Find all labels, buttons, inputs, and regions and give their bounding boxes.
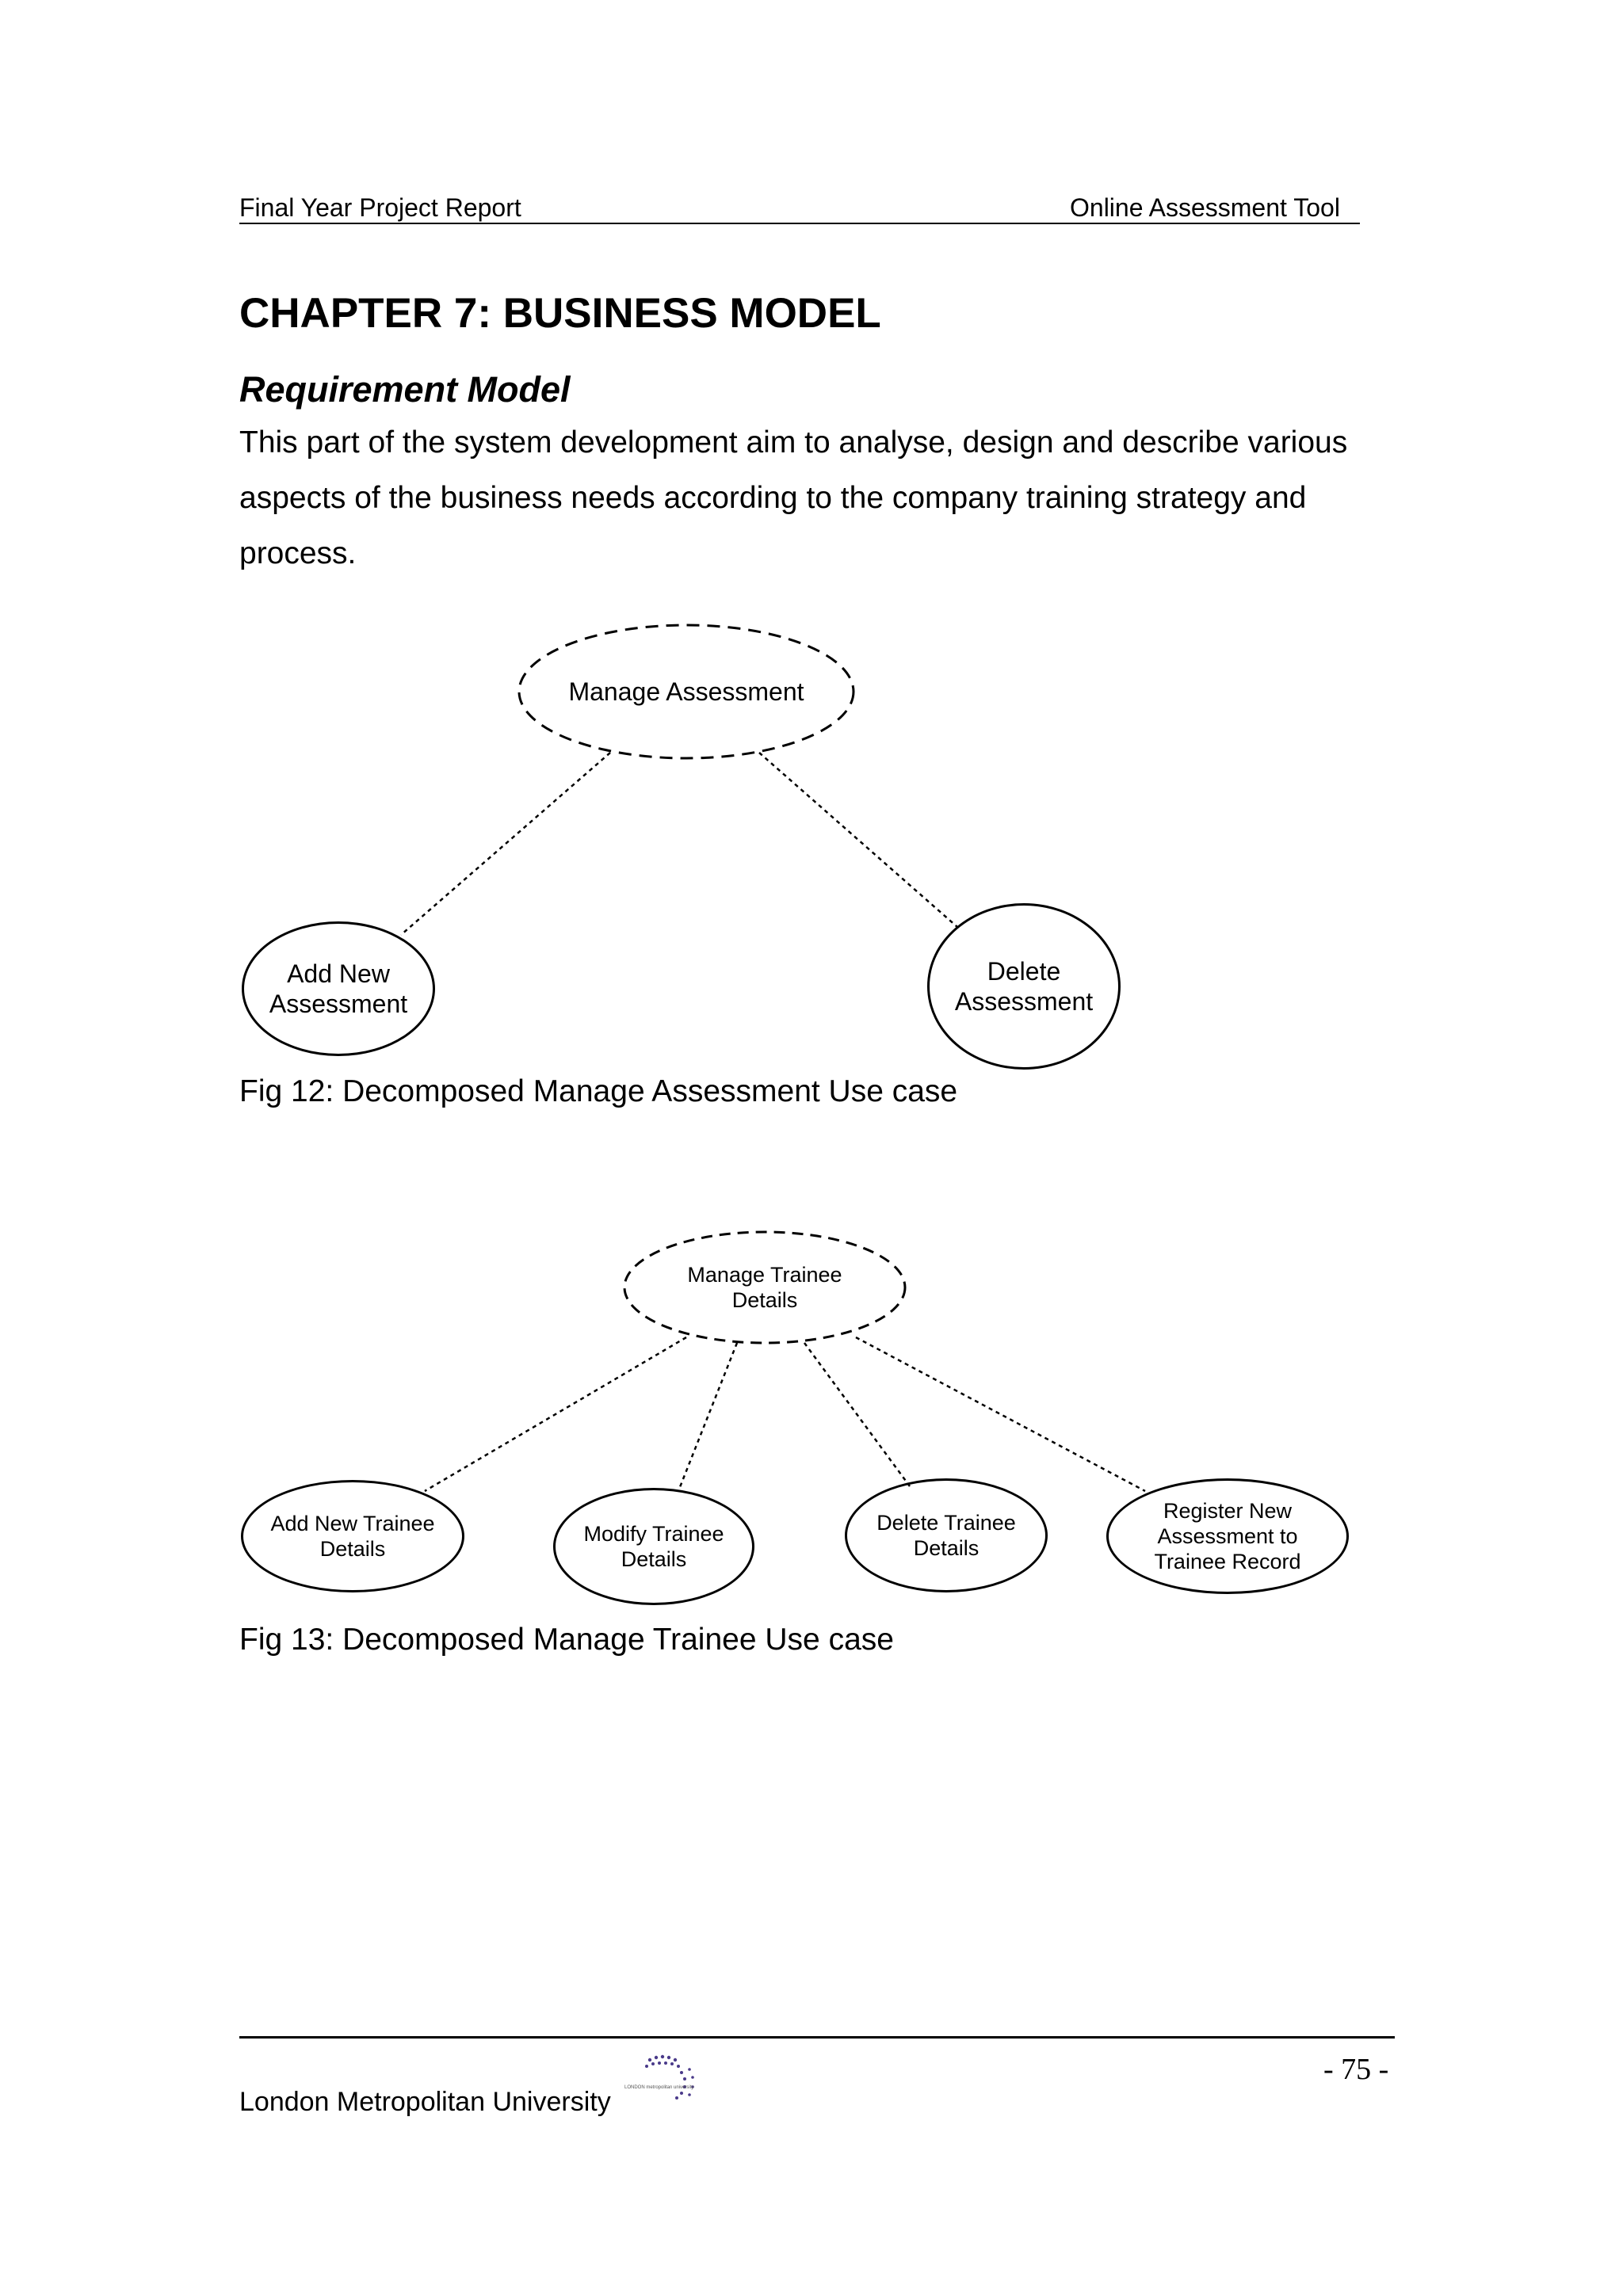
fig13-link-delete <box>803 1342 911 1487</box>
fig13-node-add-trainee: Add New Trainee Details <box>241 1480 464 1592</box>
fig12-link-delete <box>758 752 958 928</box>
fig13-link-modify <box>677 1342 739 1492</box>
fig13-caption: Fig 13: Decomposed Manage Trainee Use ca… <box>239 1623 894 1657</box>
fig13-register-label: Register New Assessment to Trainee Recor… <box>1154 1499 1301 1573</box>
fig12-add-label: Add New Assessment <box>269 959 408 1018</box>
page-number: - 75 - <box>1323 2053 1389 2086</box>
university-logo-icon: LONDON metropolitan university <box>624 2054 694 2100</box>
header-right: Online Assessment Tool <box>1070 193 1340 222</box>
fig13-node-delete-trainee: Delete Trainee Details <box>845 1478 1048 1592</box>
fig12-root-ellipse <box>517 624 855 760</box>
fig12-caption: Fig 12: Decomposed Manage Assessment Use… <box>239 1074 958 1108</box>
intro-line-1: This part of the system development aim … <box>239 425 1348 460</box>
fig13-root-ellipse <box>623 1230 907 1344</box>
fig13-add-label: Add New Trainee Details <box>270 1512 435 1561</box>
fig13-modify-label: Modify Trainee Details <box>583 1522 724 1571</box>
intro-line-3: process. <box>239 536 357 570</box>
fig13-node-modify-trainee: Modify Trainee Details <box>553 1488 754 1605</box>
fig12-link-add <box>400 752 611 936</box>
fig12-root-label: Manage Assessment <box>568 677 804 706</box>
chapter-title: CHAPTER 7: BUSINESS MODEL <box>239 290 881 337</box>
logo-text: LONDON metropolitan university <box>624 2085 693 2090</box>
header-left: Final Year Project Report <box>239 193 521 222</box>
footer-rule <box>239 2036 1395 2039</box>
header-rule <box>239 223 1360 224</box>
fig13-delete-label: Delete Trainee Details <box>876 1511 1016 1560</box>
fig13-root-label: Manage Trainee Details <box>687 1263 842 1312</box>
intro-paragraph: This part of the system development aim … <box>239 415 1396 582</box>
fig13-link-add <box>424 1336 687 1493</box>
fig13-root-node: Manage Trainee Details <box>624 1232 905 1343</box>
fig12-node-add-new-assessment: Add New Assessment <box>242 921 435 1056</box>
fig12-node-delete-assessment: Delete Assessment <box>927 903 1121 1070</box>
intro-line-2: aspects of the business needs according … <box>239 481 1307 515</box>
fig12-root-node: Manage Assessment <box>519 625 854 758</box>
section-title: Requirement Model <box>239 369 571 410</box>
fig12-delete-label: Delete Assessment <box>954 957 1094 1016</box>
fig13-node-register-assessment: Register New Assessment to Trainee Recor… <box>1106 1478 1349 1594</box>
footer-university: London Metropolitan University <box>239 2087 611 2117</box>
fig13-link-register <box>855 1336 1146 1493</box>
